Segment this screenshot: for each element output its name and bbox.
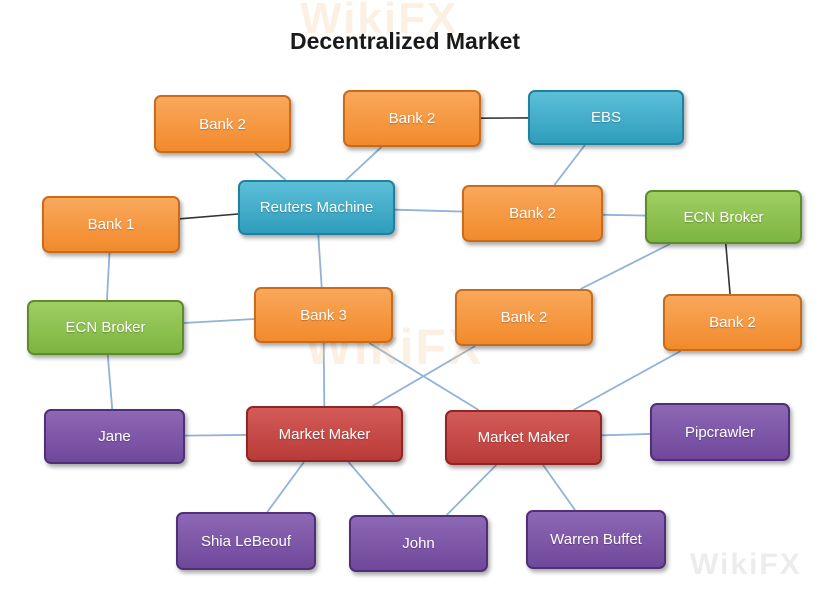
node-jane[interactable]: Jane [44, 409, 185, 464]
node-bank-1[interactable]: Bank 1 [42, 196, 180, 253]
node-pipcrawler[interactable]: Pipcrawler [650, 403, 790, 461]
node-market-maker-right[interactable]: Market Maker [445, 410, 602, 465]
node-ecn-broker-left[interactable]: ECN Broker [27, 300, 184, 355]
diagram-title: Decentralized Market [289, 28, 521, 54]
edge-mm_right-pipcrawler [601, 433, 651, 437]
node-ebs[interactable]: EBS [528, 90, 684, 145]
edge-ecn_left-bank3 [183, 318, 255, 324]
edge-bank2_a-reuters [254, 152, 287, 181]
edge-bank2_c-ecn_right [602, 213, 646, 217]
node-bank-2-lower-right[interactable]: Bank 2 [663, 294, 802, 351]
edge-ecn_left-jane [106, 354, 114, 410]
edge-mm_left-john [347, 461, 395, 516]
edge-reuters-bank3 [317, 234, 323, 288]
edge-jane-mm_left [184, 434, 247, 437]
node-bank-2-middle[interactable]: Bank 2 [462, 185, 603, 242]
node-reuters-machine[interactable]: Reuters Machine [238, 180, 395, 235]
edge-bank2_e-mm_right [573, 350, 682, 411]
node-warren-buffet[interactable]: Warren Buffet [526, 510, 666, 569]
edge-ecn_right-bank2_e [725, 243, 731, 295]
edge-mm_right-john [446, 464, 497, 516]
edge-bank3-mm_left [322, 342, 326, 407]
node-bank-2-lower-center[interactable]: Bank 2 [455, 289, 593, 346]
node-bank-2-top-center[interactable]: Bank 2 [343, 90, 481, 147]
node-bank-2-top-left[interactable]: Bank 2 [154, 95, 291, 153]
edge-bank2_b-reuters [345, 146, 383, 181]
edge-reuters-bank2_c [394, 208, 463, 213]
node-john[interactable]: John [349, 515, 488, 572]
edge-bank1-reuters [179, 213, 239, 220]
node-ecn-broker-right[interactable]: ECN Broker [645, 190, 802, 244]
edge-mm_left-shia [266, 461, 305, 513]
edge-ecn_right-bank2_d [580, 243, 671, 290]
edge-mm_right-warren [542, 464, 576, 511]
edge-bank1-ecn_left [106, 252, 111, 301]
edge-ebs-bank2_c [553, 144, 586, 186]
edge-bank2_d-mm_left [371, 345, 476, 407]
node-bank-3[interactable]: Bank 3 [254, 287, 393, 343]
node-shia-lebeouf[interactable]: Shia LeBeouf [176, 512, 316, 570]
node-market-maker-left[interactable]: Market Maker [246, 406, 403, 462]
